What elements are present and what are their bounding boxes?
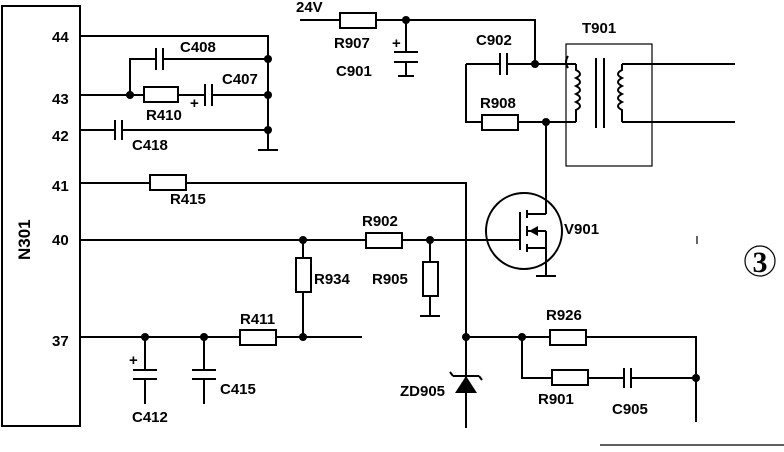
- r907-label: R907: [334, 35, 370, 52]
- r415-label: R415: [170, 191, 206, 208]
- supply-network: +: [300, 12, 536, 77]
- r926-label: R926: [546, 307, 582, 324]
- pin-44-label: 44: [52, 29, 69, 46]
- pin-40-network: [80, 232, 520, 337]
- figure-number-circle: [744, 245, 776, 277]
- pin-37-network: +: [80, 329, 362, 404]
- c408-label: C408: [180, 39, 216, 56]
- mosfet-v901: [485, 192, 563, 277]
- output-network: [466, 329, 700, 422]
- pin-41-label: 41: [52, 178, 69, 195]
- pin-40-label: 40: [52, 232, 69, 249]
- r901-label: R901: [538, 391, 574, 408]
- pin-37-label: 37: [52, 333, 69, 350]
- pin-42-label: 42: [52, 128, 69, 145]
- transformer-t901: [565, 43, 735, 167]
- c905-label: C905: [612, 401, 648, 418]
- c418-label: C418: [132, 137, 168, 154]
- pin-44-43-42-network: +: [80, 35, 278, 151]
- r410-label: R410: [146, 107, 182, 124]
- c412-label: C412: [132, 409, 168, 426]
- ic-n301-label: N301: [15, 219, 34, 260]
- svg-text:+: +: [129, 352, 138, 369]
- svg-text:+: +: [190, 95, 199, 112]
- snubber-network: [465, 53, 576, 206]
- r905-label: R905: [372, 271, 408, 288]
- r902-label: R902: [362, 213, 398, 230]
- svg-text:+: +: [392, 35, 401, 52]
- t901-label: T901: [582, 20, 616, 37]
- r908-label: R908: [480, 95, 516, 112]
- figure-number: 3: [753, 246, 768, 279]
- zener-zd905: [449, 371, 483, 393]
- v901-label: V901: [564, 221, 599, 238]
- ic-n301-body: [1, 5, 81, 427]
- c901-label: C901: [336, 63, 372, 80]
- supply-label: 24V: [296, 0, 323, 16]
- c415-label: C415: [220, 381, 256, 398]
- pin-43-label: 43: [52, 91, 69, 108]
- r411-label: R411: [240, 311, 275, 328]
- c407-label: C407: [222, 71, 258, 88]
- c902-label: C902: [476, 32, 512, 49]
- zd905-label: ZD905: [400, 383, 445, 400]
- r934-label: R934: [314, 271, 351, 288]
